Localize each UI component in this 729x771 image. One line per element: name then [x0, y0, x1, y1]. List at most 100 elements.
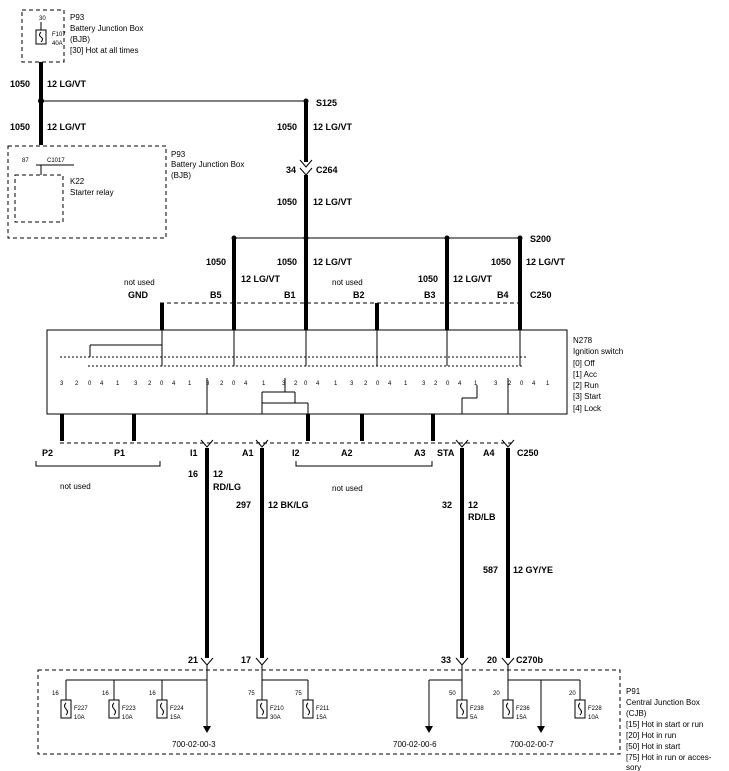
- fuse-f236-id: F236: [516, 706, 530, 712]
- c270b-pin-17: 17: [241, 655, 251, 665]
- pin-a2: A2: [341, 448, 353, 458]
- fuse-f210-rating: 30A: [270, 715, 281, 721]
- bjb-relay-id: P93: [171, 150, 186, 159]
- connector-c270b: C270b: [516, 655, 544, 665]
- fuse-f238-id: F238: [470, 706, 484, 712]
- relay-connector: C1017: [47, 158, 65, 164]
- wire-b4-circuit: 1050: [491, 257, 511, 267]
- wire-a1-spec: 12 BK/LG: [268, 500, 309, 510]
- svg-text:4: 4: [316, 381, 320, 387]
- svg-text:0: 0: [88, 381, 92, 387]
- fuse-f211-pin: 75: [295, 691, 302, 697]
- pin-b4: B4: [497, 290, 509, 300]
- bjb-fuse-pin: 30: [39, 16, 46, 22]
- svg-text:0: 0: [160, 381, 164, 387]
- wire-b5-spec: 12 LG/VT: [241, 274, 281, 284]
- fuse-f223: 16 F223 10A: [102, 691, 136, 721]
- fuse-f228-pin: 20: [569, 691, 576, 697]
- bjb-relay-name: Battery Junction Box: [171, 160, 244, 169]
- bracket-not-used-2: [295, 461, 433, 467]
- fuse-f224-id: F224: [170, 706, 184, 712]
- cjb-note-2: [50] Hot in start: [626, 742, 681, 751]
- fuse-f227-pin: 16: [52, 691, 59, 697]
- fuse-f228-id: F228: [588, 706, 602, 712]
- wire-top2-circuit: 1050: [10, 122, 30, 132]
- svg-text:0: 0: [446, 381, 450, 387]
- fuse-f107-id: F107: [52, 32, 66, 38]
- conn-c264-name: C264: [316, 165, 338, 175]
- svg-text:0: 0: [376, 381, 380, 387]
- cjb-note-3: [75] Hot in run or acces-: [626, 753, 712, 762]
- switch-pos-4: [4] Lock: [573, 404, 602, 413]
- wire-sta-circuit: 32: [442, 500, 452, 510]
- switch-pos-2: [2] Run: [573, 381, 599, 390]
- svg-text:3: 3: [134, 381, 138, 387]
- pin-p1: P1: [114, 448, 125, 458]
- fuse-f238-pin: 50: [449, 691, 456, 697]
- svg-text:3: 3: [494, 381, 498, 387]
- splice-s200: S200: [530, 234, 551, 244]
- svg-text:3: 3: [60, 381, 64, 387]
- c270b-pin-21: 21: [188, 655, 198, 665]
- bjb-top-abbr: (BJB): [70, 35, 90, 44]
- svg-text:0: 0: [232, 381, 236, 387]
- fuse-f211-rating: 15A: [316, 715, 327, 721]
- svg-text:4: 4: [458, 381, 462, 387]
- pin-a1: A1: [242, 448, 254, 458]
- svg-text:2: 2: [75, 381, 79, 387]
- pin-a4: A4: [483, 448, 495, 458]
- wire-a4-circuit: 587: [483, 565, 498, 575]
- fuse-f107-rating: 40A: [52, 41, 63, 47]
- cjb-ref-0: 700-02-00-3: [172, 740, 216, 749]
- wire-c264-circuit: 1050: [277, 197, 297, 207]
- bottom-not-used-2: not used: [332, 484, 363, 493]
- c270b-pin-33: 33: [441, 655, 451, 665]
- conn-c264-pin: 34: [286, 165, 296, 175]
- fuse-f224-icon: [156, 699, 168, 719]
- fuse-f236-rating: 15A: [516, 715, 527, 721]
- fuse-f211: 75 F211 15A: [295, 691, 330, 721]
- wire-s125-circuit: 1050: [277, 122, 297, 132]
- wire-b3-circuit: 1050: [418, 274, 438, 284]
- wire-i1-spec-2: RD/LG: [213, 482, 241, 492]
- svg-text:1: 1: [188, 381, 192, 387]
- fuse-f224: 16 F224 15A: [149, 691, 184, 721]
- svg-text:3: 3: [422, 381, 426, 387]
- wire-top1-spec: 12 LG/VT: [47, 79, 87, 89]
- fuse-f238-rating: 5A: [470, 715, 477, 721]
- connector-c264-arrow: [299, 159, 313, 168]
- pin-i2: I2: [292, 448, 300, 458]
- fuse-f210-pin: 75: [248, 691, 255, 697]
- starter-relay-icon: [14, 174, 64, 223]
- cjb-id: P91: [626, 687, 641, 696]
- cjb-box: [37, 669, 621, 755]
- svg-text:1: 1: [334, 381, 338, 387]
- fuse-f238-icon: [456, 699, 468, 719]
- fuse-f107-icon: [35, 29, 47, 45]
- svg-text:4: 4: [244, 381, 248, 387]
- wire-sta-spec-2: RD/LB: [468, 512, 496, 522]
- wire-top2-spec: 12 LG/VT: [47, 122, 87, 132]
- switch-id: N278: [573, 336, 593, 345]
- relay-name: Starter relay: [70, 188, 114, 197]
- fuse-f224-rating: 15A: [170, 715, 181, 721]
- fuse-f223-rating: 10A: [122, 715, 133, 721]
- fuse-f211-icon: [302, 699, 314, 719]
- cjb-internal-bus: [65, 665, 581, 733]
- svg-text:3: 3: [206, 381, 210, 387]
- bjb-top-id: P93: [70, 13, 85, 22]
- pin-b3: B3: [424, 290, 436, 300]
- svg-text:2: 2: [294, 381, 298, 387]
- fuse-f227-icon: [60, 699, 72, 719]
- svg-text:1: 1: [116, 381, 120, 387]
- fuse-f228-rating: 10A: [588, 715, 599, 721]
- c270b-pin-20: 20: [487, 655, 497, 665]
- wire-a4-spec: 12 GY/YE: [513, 565, 553, 575]
- bjb-relay-abbr: (BJB): [171, 171, 191, 180]
- cjb-abbr: (CJB): [626, 709, 647, 718]
- svg-text:1: 1: [474, 381, 478, 387]
- svg-text:4: 4: [388, 381, 392, 387]
- fuse-f228-icon: [574, 699, 586, 719]
- pin-p2: P2: [42, 448, 53, 458]
